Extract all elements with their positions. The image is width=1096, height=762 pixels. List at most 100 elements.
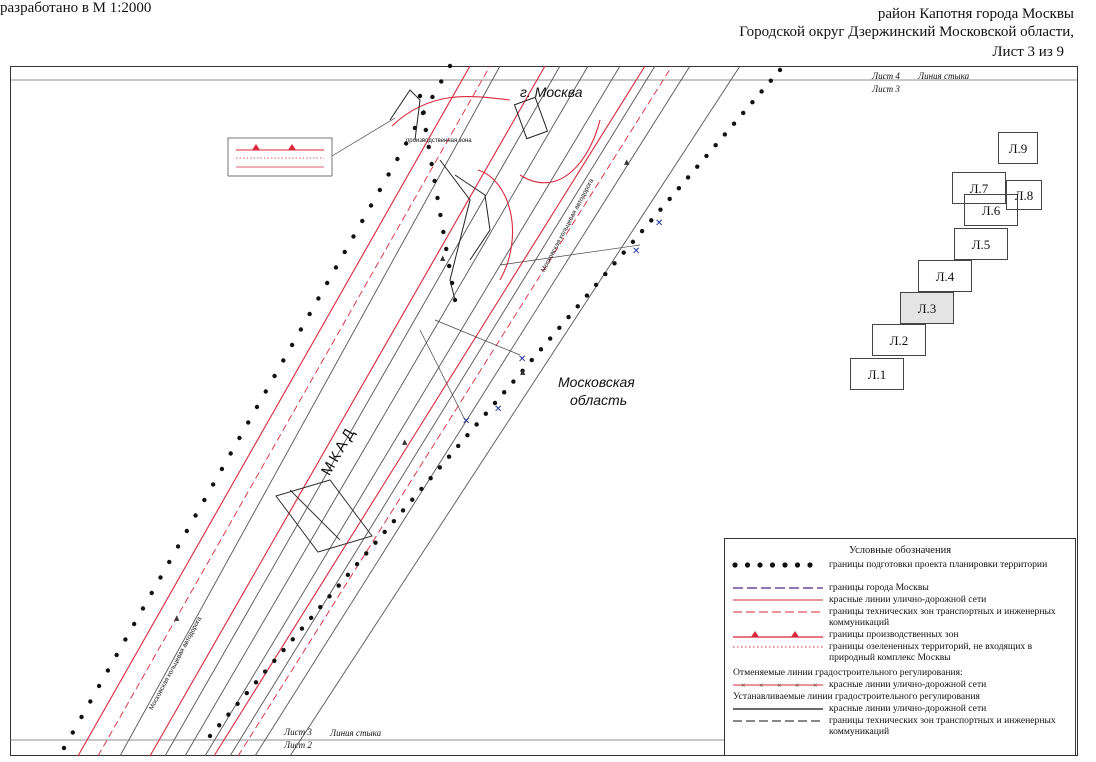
boundary-dot <box>439 79 444 84</box>
sheet-key-box[interactable]: Л.7 <box>952 172 1006 204</box>
legend-heading: Устанавливаемые линии градостроительного… <box>733 691 980 702</box>
callout-lines <box>331 117 641 421</box>
legend-symbol <box>731 582 825 594</box>
svg-text:▲: ▲ <box>174 614 180 622</box>
boundary-dot <box>593 282 599 288</box>
boundary-dot <box>316 296 321 301</box>
scale-note: разработано в М 1:2000 <box>0 0 152 16</box>
sheet-key-box[interactable]: Л.5 <box>954 228 1008 260</box>
mkad-bridge <box>275 479 373 553</box>
boundary-dot <box>713 142 718 148</box>
boundary-dot <box>584 293 590 298</box>
boundary-dot <box>272 658 277 664</box>
boundary-dot <box>210 482 216 487</box>
legend-title: Условные обозначения <box>848 545 952 556</box>
boundary-dot <box>741 110 746 116</box>
boundary-dot <box>193 513 198 518</box>
boundary-dot <box>430 94 435 100</box>
buildings <box>389 89 549 301</box>
boundary-dot <box>400 508 406 513</box>
boundary-dot <box>272 373 277 379</box>
boundary-dot <box>483 411 489 416</box>
legend-symbol <box>731 703 825 715</box>
boundary-dot <box>308 615 314 621</box>
boundary-dot <box>750 100 755 105</box>
sheet-key-box[interactable]: Л.6 <box>964 194 1018 226</box>
sheet-key-box[interactable]: Л.2 <box>872 324 926 356</box>
svg-text:×: × <box>759 681 764 690</box>
boundary-dot <box>336 583 341 588</box>
legend-text: красные линии улично-дорожной сети <box>829 594 987 605</box>
boundary-dot <box>281 647 286 653</box>
boundary-dot <box>333 265 339 270</box>
boundary-dot <box>299 626 305 631</box>
sheet-key-box[interactable]: Л.3 <box>900 292 954 324</box>
boundary-dot <box>547 336 553 341</box>
boundary-dot <box>281 358 286 363</box>
boundary-dot <box>382 529 387 535</box>
boundary-dot <box>391 518 397 524</box>
boundary-dot <box>226 712 231 717</box>
road-corridor <box>119 65 741 757</box>
boundary-dot <box>441 229 446 235</box>
boundary-dot <box>140 606 146 611</box>
boundary-dot <box>423 127 429 133</box>
boundary-dot <box>244 690 249 696</box>
boundary-dot <box>96 683 102 689</box>
legend-text: границы технических зон транспортных и и… <box>829 606 1056 628</box>
seam-top-lower: Лист 3 <box>872 84 900 94</box>
boundary-dot <box>410 497 415 502</box>
boundary-dot <box>88 699 93 704</box>
boundary-dot <box>342 249 347 255</box>
sheet-key-box[interactable]: Л.9 <box>998 132 1038 164</box>
boundary-dot <box>105 668 111 673</box>
sheet-key-box[interactable]: Л.8 <box>1006 180 1042 210</box>
legend-symbol <box>731 641 825 653</box>
sheet-key-box[interactable]: Л.4 <box>918 260 972 292</box>
boundary-dot <box>114 652 119 658</box>
boundary-dot <box>420 110 426 116</box>
red-lines <box>77 65 646 757</box>
boundary-dot <box>465 433 470 438</box>
boundary-dot <box>158 575 163 580</box>
oblast-label-line2: область <box>570 392 628 408</box>
boundary-dot <box>235 701 240 706</box>
boundary-dot <box>263 389 268 394</box>
svg-text:×: × <box>795 681 800 690</box>
legend-text: красные линии улично-дорожной сети <box>829 679 987 690</box>
boundary-dot <box>639 228 645 234</box>
boundary-dot <box>446 454 452 459</box>
district-title: район Капотня города Москвы <box>877 6 1074 22</box>
legend: Условные обозначения границы подготовки … <box>724 538 1076 756</box>
boundary-dot <box>417 93 423 99</box>
boundary-dot <box>246 420 251 425</box>
boundary-dot <box>658 207 663 212</box>
boundary-dot <box>395 156 400 162</box>
boundary-dot <box>438 212 443 218</box>
boundary-dot <box>373 540 378 545</box>
boundary-dot <box>447 63 453 69</box>
boundary-dot <box>649 218 654 223</box>
seam-bottom-lower: Лист 2 <box>284 740 312 750</box>
boundary-dot <box>219 466 225 472</box>
boundary-dot <box>327 594 332 599</box>
boundary-dot <box>492 400 498 406</box>
svg-text:▲: ▲ <box>402 438 408 446</box>
boundary-dot <box>444 246 449 252</box>
boundary-dot <box>474 422 479 427</box>
seam-top-label: Линия стыка <box>918 71 970 81</box>
legend-text: красные линии улично-дорожной сети <box>829 703 987 714</box>
boundary-dot <box>667 196 672 202</box>
svg-text:✕: ✕ <box>518 354 526 365</box>
oblast-label-line1: Московская <box>558 374 635 390</box>
sheet-key-box[interactable]: Л.1 <box>850 358 904 390</box>
boundary-dot <box>768 78 774 83</box>
boundary-dot <box>520 368 525 373</box>
boundary-dot <box>685 175 691 180</box>
moscow-label: г. Москва <box>520 84 583 100</box>
boundary-dot <box>289 342 295 348</box>
boundary-dot <box>429 161 434 167</box>
legend-text: границы озелененных территорий, не входя… <box>829 641 1033 663</box>
boundary-dot <box>184 528 190 534</box>
